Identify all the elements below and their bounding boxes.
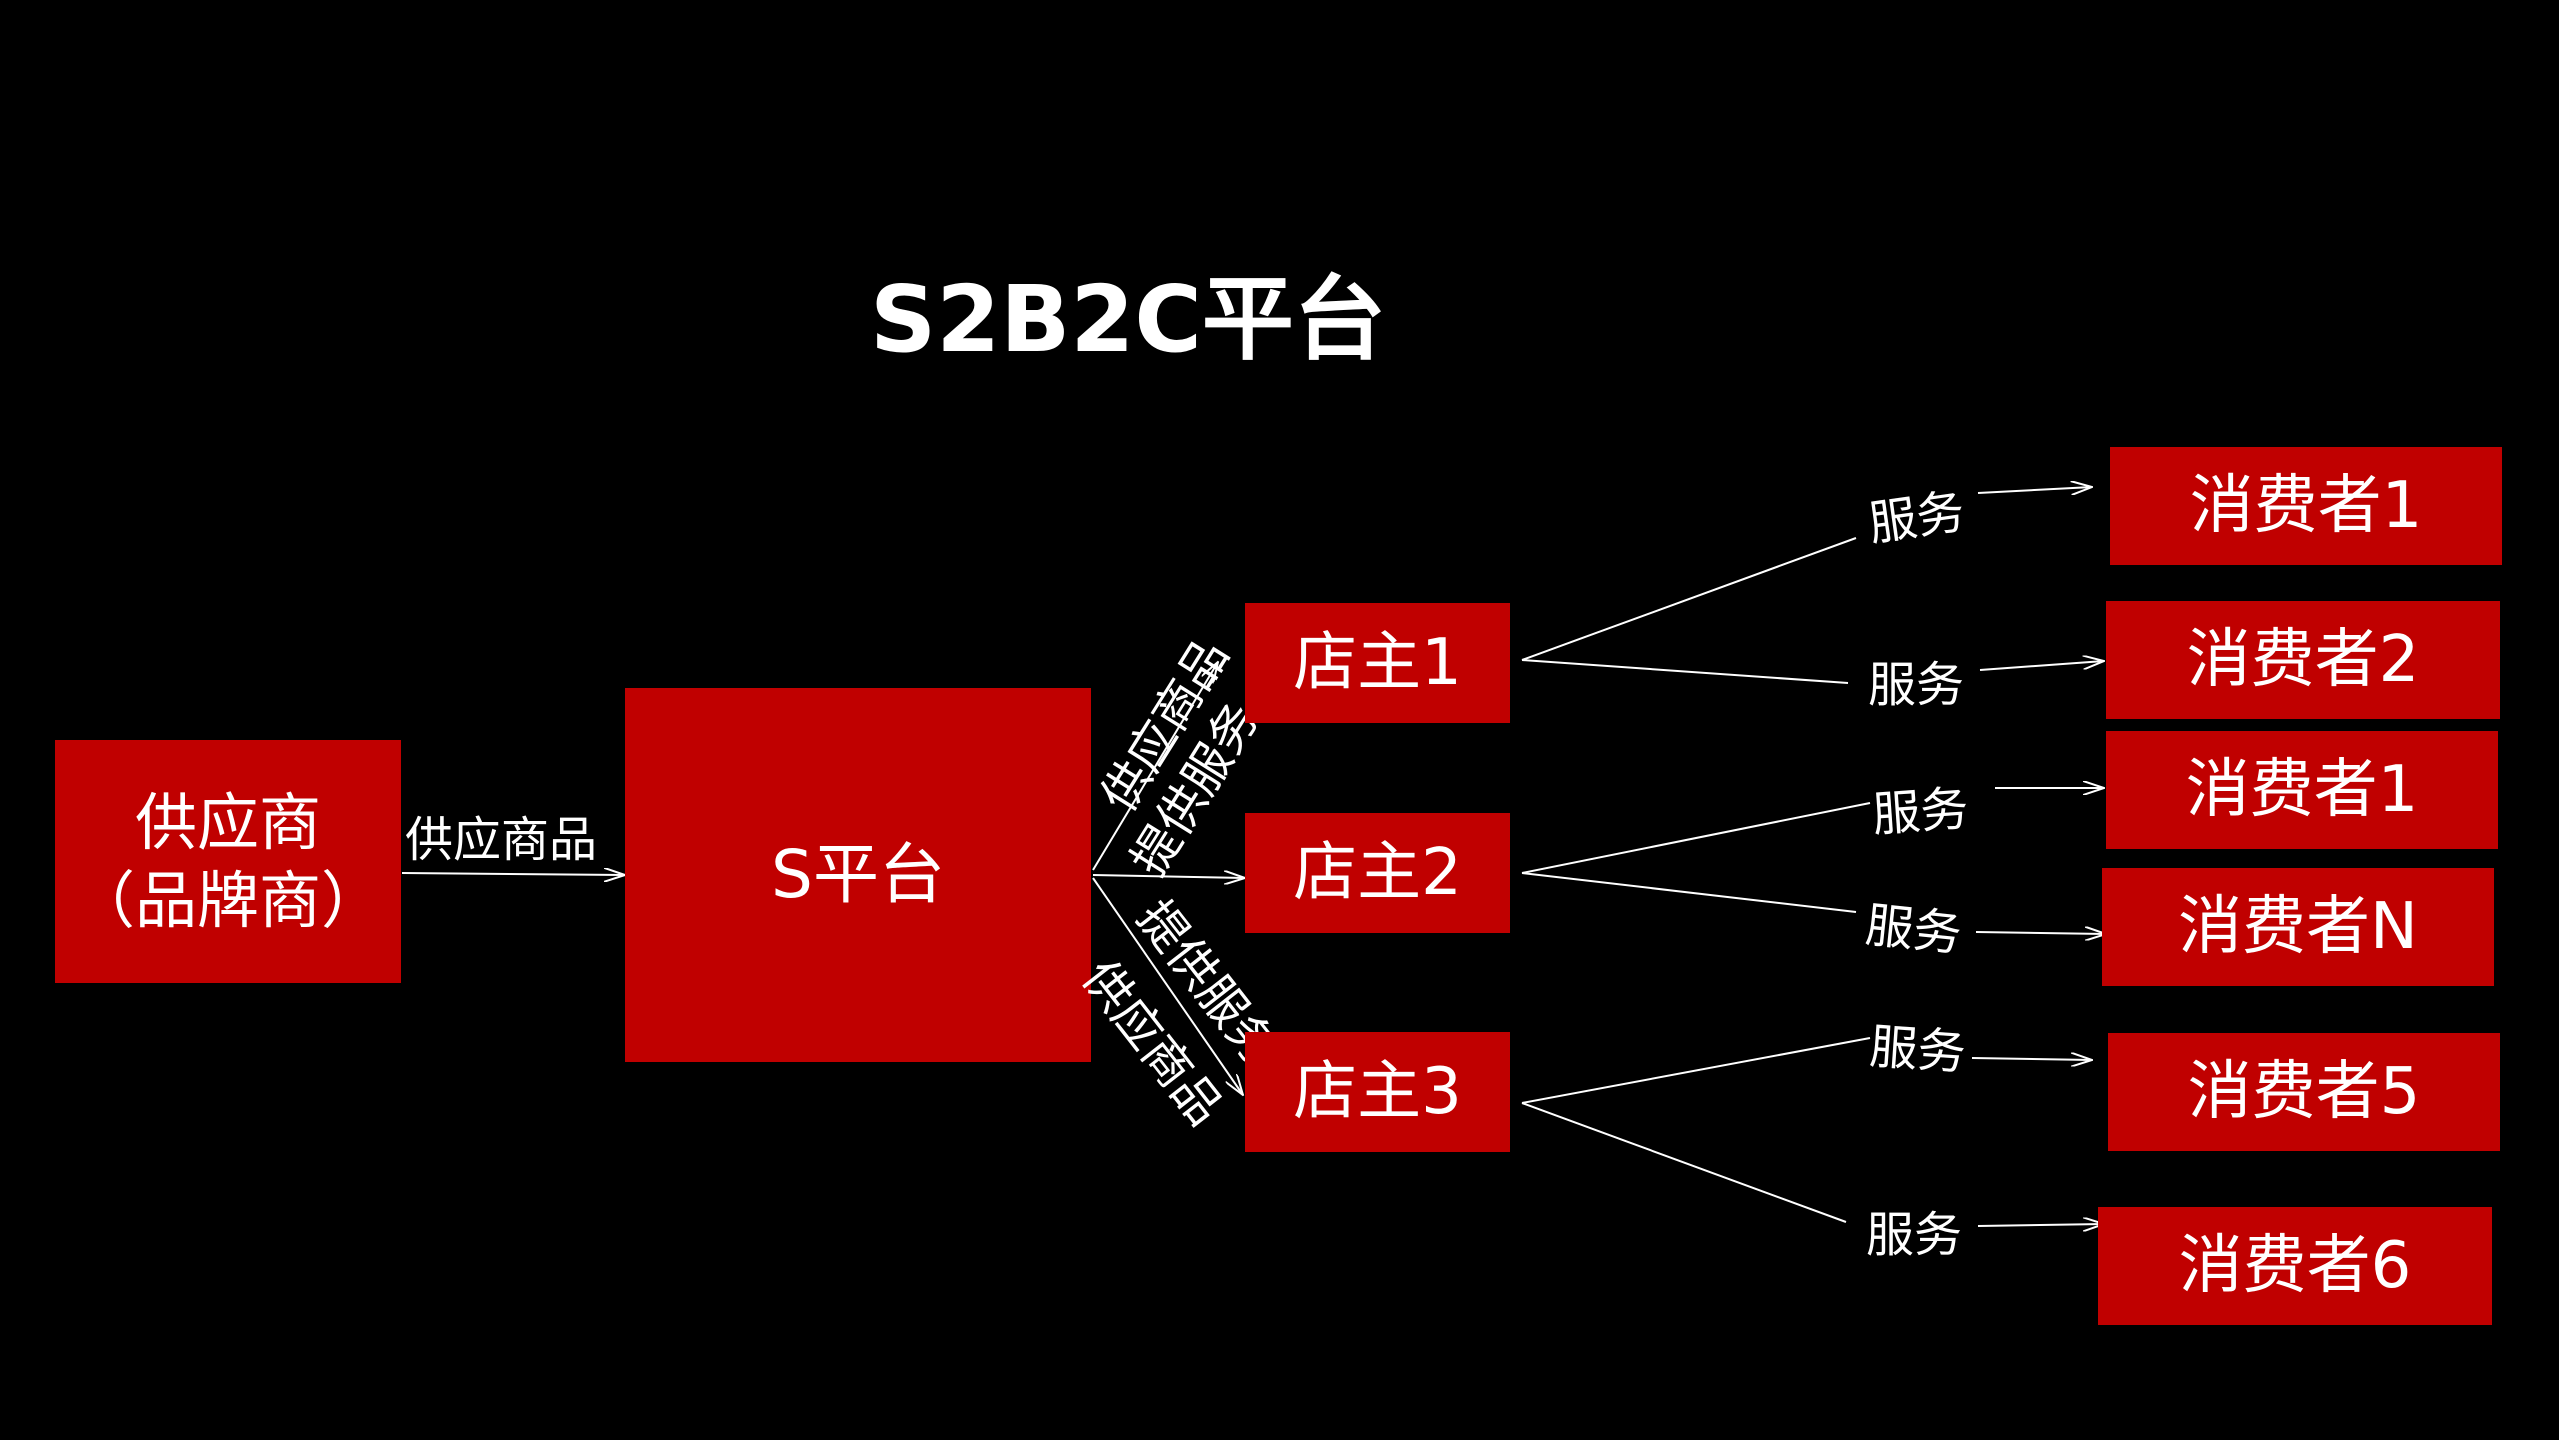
service-to-consumer-arrow (1977, 487, 2092, 493)
service-to-consumer-arrow (1977, 1224, 2104, 1226)
platform-to-shop3-arrow (1092, 877, 1243, 1095)
shop3-branch-line (1521, 1102, 1847, 1223)
shop3-branch-line (1521, 1037, 1871, 1104)
shop1-branch-line (1521, 537, 1857, 661)
service-to-consumer-arrow (1971, 1058, 2092, 1060)
consumer-label: 消费者5 (2187, 1055, 2421, 1129)
consumer-label: 消费者1 (2189, 469, 2423, 543)
consumer-label: 消费者1 (2185, 753, 2419, 827)
supplier-sublabel: （品牌商） (72, 863, 383, 937)
supplier-label: 供应商 (134, 786, 321, 859)
platform-to-shop1-arrow (1092, 662, 1218, 871)
consumer-label: 消费者6 (2178, 1229, 2412, 1303)
supply-goods-label: 供应商品 (405, 812, 598, 868)
consumer-label: 消费者2 (2186, 623, 2420, 697)
shop-label: 店主3 (1293, 1055, 1462, 1129)
supplier-to-platform-arrow (401, 873, 625, 875)
consumer-box: 消费者6 (2098, 1207, 2492, 1325)
platform-to-shop2-arrow (1092, 875, 1245, 878)
consumer-box: 消费者5 (2108, 1033, 2500, 1151)
platform-label: S平台 (771, 835, 945, 913)
service-label: 服务 (1862, 897, 1965, 963)
service-label: 服务 (1870, 780, 1971, 844)
shop-box: 店主2 (1245, 813, 1510, 933)
service-label: 服务 (1865, 483, 1969, 553)
shop2-branch-line (1521, 872, 1857, 913)
consumer-box: 消费者2 (2106, 601, 2500, 719)
service-label: 服务 (1867, 1018, 1968, 1082)
consumer-box: 消费者1 (2110, 447, 2502, 565)
consumer-box: 消费者N (2102, 868, 2494, 986)
shop-label: 店主2 (1293, 836, 1462, 910)
shop-box: 店主3 (1245, 1032, 1510, 1152)
service-to-consumer-arrow (1979, 661, 2104, 671)
shop-label: 店主1 (1293, 626, 1462, 700)
platform-box: S平台 (625, 688, 1091, 1062)
shop2-branch-line (1521, 802, 1871, 874)
supplier-box: 供应商 （品牌商） (55, 740, 401, 983)
consumer-label: 消费者N (2178, 890, 2418, 964)
service-to-consumer-arrow (1975, 932, 2106, 934)
consumer-box: 消费者1 (2106, 731, 2498, 849)
service-label: 服务 (1866, 1207, 1963, 1263)
service-label: 服务 (1868, 657, 1965, 713)
shop1-branch-line (1521, 659, 1849, 684)
shop-box: 店主1 (1245, 603, 1510, 723)
page-title: S2B2C平台 (870, 266, 1386, 373)
